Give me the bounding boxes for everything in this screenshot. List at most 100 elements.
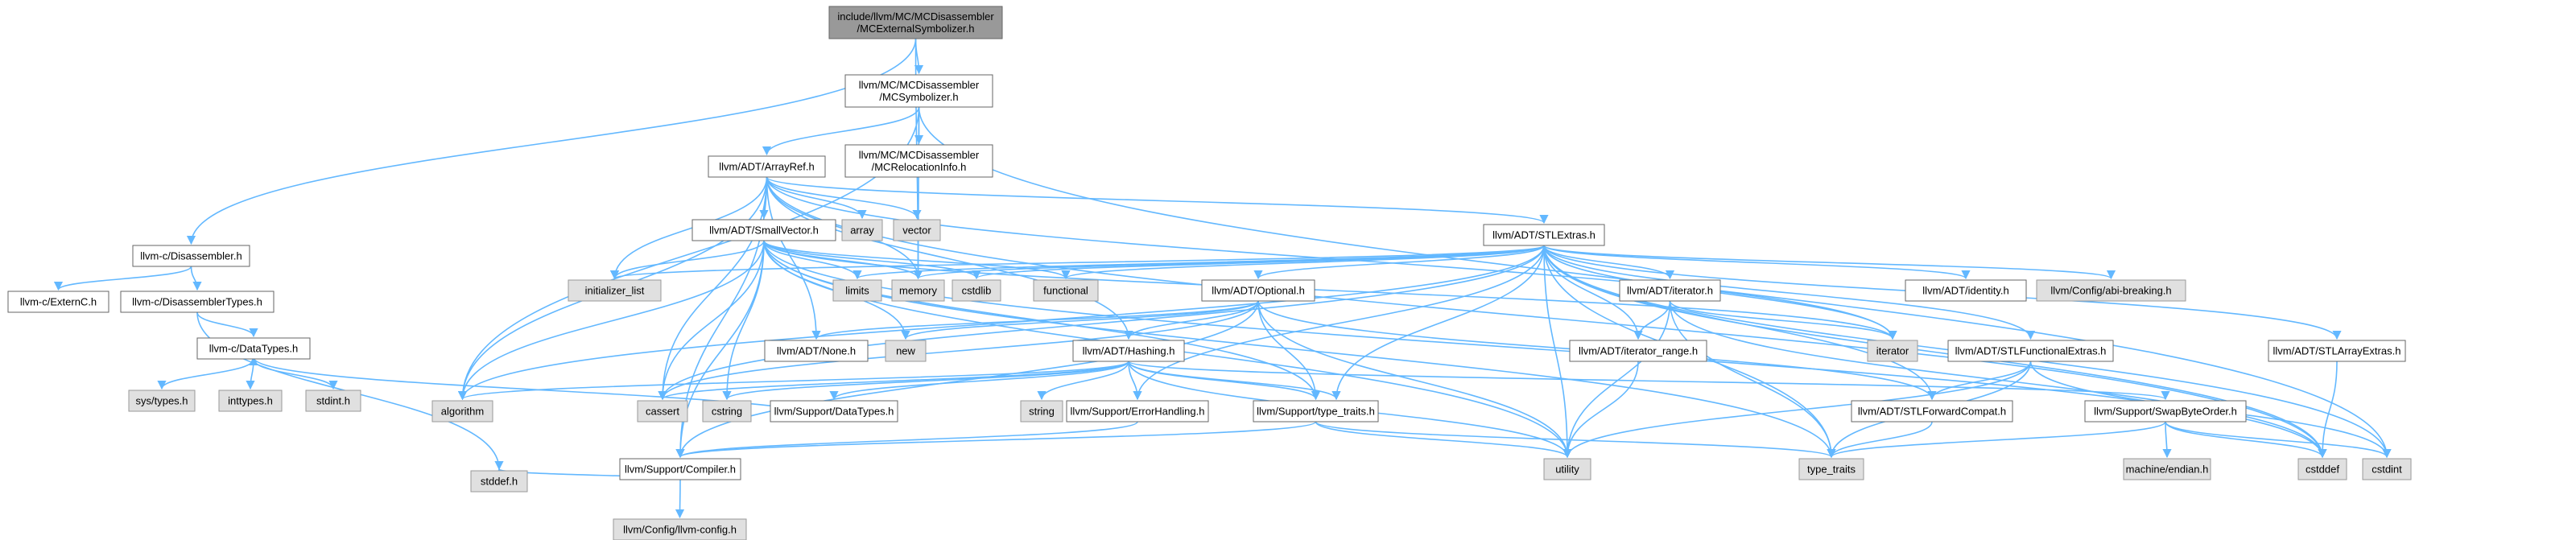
node-mcsym-label-0: llvm/MC/MCDisassembler bbox=[859, 79, 980, 91]
edge-typetraits_s-to-typetraits bbox=[1315, 421, 1836, 459]
node-stlfunc[interactable]: llvm/ADT/STLFunctionalExtras.h bbox=[1947, 340, 2114, 362]
node-datatypes_s[interactable]: llvm/Support/DataTypes.h bbox=[770, 400, 898, 423]
node-optional[interactable]: llvm/ADT/Optional.h bbox=[1201, 279, 1315, 302]
node-iteratorh[interactable]: llvm/ADT/iterator.h bbox=[1619, 279, 1721, 302]
node-llvmconfig-box bbox=[613, 518, 747, 540]
node-stlfwd-label-0: llvm/ADT/STLForwardCompat.h bbox=[1858, 406, 2006, 418]
edge-arrayref-to-cassert bbox=[658, 176, 768, 401]
edge-hashing-to-string bbox=[1037, 361, 1129, 401]
edge-smallvector-to-cstdlib bbox=[763, 240, 981, 280]
node-stddef_h-box bbox=[470, 470, 528, 493]
node-disasm[interactable]: llvm-c/Disassembler.h bbox=[132, 245, 250, 267]
edge-mcsym-to-arrayref bbox=[762, 106, 920, 156]
edge-arrayref-to-initlist bbox=[609, 176, 768, 280]
node-abibreaking: llvm/Config/abi-breaking.h bbox=[2036, 279, 2186, 302]
edge-optional-to-cassert bbox=[658, 300, 1259, 401]
node-typetraits-box bbox=[1798, 458, 1864, 480]
node-stlarray[interactable]: llvm/ADT/STLArrayExtras.h bbox=[2268, 340, 2406, 362]
node-string-box bbox=[1020, 400, 1063, 423]
edge-smallvector-to-algorithm bbox=[457, 240, 765, 401]
node-cstddef-label-0: cstddef bbox=[2306, 464, 2339, 476]
node-endian: machine/endian.h bbox=[2123, 458, 2211, 480]
node-cstdlib-box bbox=[952, 279, 1001, 302]
node-inttypes-box bbox=[218, 390, 283, 412]
node-stddef_h-label-0: stddef.h bbox=[481, 476, 518, 488]
edge-hashing-to-swapbyte bbox=[1128, 361, 2170, 401]
node-none[interactable]: llvm/ADT/None.h bbox=[764, 340, 869, 362]
node-utility-label-0: utility bbox=[1555, 464, 1579, 476]
node-cstdint-box bbox=[2362, 458, 2412, 480]
edge-stlextras-to-optional bbox=[1253, 245, 1545, 280]
edge-iteratorh-to-iterator bbox=[1669, 300, 1897, 340]
node-stlfwd-box bbox=[1851, 400, 2013, 423]
node-datatypes_c-label-0: llvm-c/DataTypes.h bbox=[209, 343, 299, 355]
edge-stlextras-to-algorithm bbox=[458, 245, 1545, 401]
node-algorithm: algorithm bbox=[431, 400, 493, 423]
node-datatypes_s-label-0: llvm/Support/DataTypes.h bbox=[774, 406, 894, 418]
node-iteratorh-label-0: llvm/ADT/iterator.h bbox=[1627, 285, 1713, 297]
node-arrayref[interactable]: llvm/ADT/ArrayRef.h bbox=[708, 155, 826, 178]
node-errorhandling[interactable]: llvm/Support/ErrorHandling.h bbox=[1066, 400, 1209, 423]
node-array: array bbox=[841, 219, 883, 241]
edge-stlfunc-to-utility bbox=[1563, 361, 2032, 459]
node-cstddef-box bbox=[2297, 458, 2347, 480]
edge-errorhandling-to-compiler bbox=[675, 421, 1138, 459]
edge-stlextras-to-initlist bbox=[610, 245, 1545, 280]
header-nodes: include/llvm/MC/MCDisassembler/MCExterna… bbox=[7, 6, 2412, 540]
node-limits: limits bbox=[832, 279, 882, 302]
node-externc[interactable]: llvm-c/ExternC.h bbox=[7, 291, 109, 313]
node-vector-label-0: vector bbox=[902, 225, 931, 237]
node-stlextras[interactable]: llvm/ADT/STLExtras.h bbox=[1483, 224, 1605, 246]
edge-smallvector-to-cstring bbox=[722, 240, 765, 401]
edge-hashing-to-datatypes_s bbox=[829, 361, 1129, 401]
edge-stlextras-to-functional bbox=[1061, 245, 1545, 280]
node-hashing-label-0: llvm/ADT/Hashing.h bbox=[1083, 345, 1175, 357]
node-cstring-label-0: cstring bbox=[712, 406, 742, 418]
edge-stlextras-to-limits bbox=[852, 245, 1545, 280]
node-stdint_h-box bbox=[305, 390, 361, 412]
edge-optional-to-new bbox=[901, 300, 1259, 340]
edge-datatypes_c-to-systypes bbox=[157, 358, 254, 390]
node-disasmtypes-box bbox=[120, 291, 275, 313]
node-functional-label-0: functional bbox=[1043, 285, 1088, 297]
node-mcreloc[interactable]: llvm/MC/MCDisassembler/MCRelocationInfo.… bbox=[844, 144, 993, 178]
node-stlfunc-label-0: llvm/ADT/STLFunctionalExtras.h bbox=[1955, 345, 2107, 357]
edge-iteratorh-to-utility bbox=[1563, 300, 1671, 459]
edge-swapbyte-to-cstdint bbox=[2165, 421, 2392, 459]
edge-stlextras-to-abibreaking bbox=[1543, 245, 2116, 280]
node-identity[interactable]: llvm/ADT/identity.h bbox=[1905, 279, 2027, 302]
edge-stlextras-to-cstddef bbox=[1543, 245, 2327, 459]
node-swapbyte[interactable]: llvm/Support/SwapByteOrder.h bbox=[2084, 400, 2247, 423]
node-datatypes_c[interactable]: llvm-c/DataTypes.h bbox=[196, 337, 311, 360]
node-stddef_h: stddef.h bbox=[470, 470, 528, 493]
edge-iterrange-to-utility bbox=[1563, 361, 1639, 459]
node-mcreloc-label-0: llvm/MC/MCDisassembler bbox=[859, 149, 980, 161]
node-mcsym[interactable]: llvm/MC/MCDisassembler/MCSymbolizer.h bbox=[844, 74, 993, 108]
node-smallvector[interactable]: llvm/ADT/SmallVector.h bbox=[691, 219, 836, 241]
node-endian-label-0: machine/endian.h bbox=[2126, 464, 2209, 476]
edge-hashing-to-errorhandling bbox=[1128, 361, 1142, 401]
node-identity-label-0: llvm/ADT/identity.h bbox=[1922, 285, 2008, 297]
edge-stlextras-to-utility bbox=[1543, 245, 1572, 459]
edge-disasm-to-externc bbox=[54, 266, 192, 291]
edge-arrayref-to-none bbox=[766, 176, 821, 340]
edge-smallvector-to-iterator bbox=[763, 240, 1897, 340]
node-errorhandling-box bbox=[1066, 400, 1209, 423]
node-root[interactable]: include/llvm/MC/MCDisassembler/MCExterna… bbox=[828, 6, 1003, 39]
node-stlfwd[interactable]: llvm/ADT/STLForwardCompat.h bbox=[1851, 400, 2013, 423]
node-iterrange-box bbox=[1569, 340, 1707, 362]
node-llvmconfig-label-0: llvm/Config/llvm-config.h bbox=[623, 524, 737, 536]
node-hashing[interactable]: llvm/ADT/Hashing.h bbox=[1072, 340, 1185, 362]
node-disasmtypes[interactable]: llvm-c/DisassemblerTypes.h bbox=[120, 291, 275, 313]
node-compiler-label-0: llvm/Support/Compiler.h bbox=[625, 464, 736, 476]
edge-smallvector-to-typetraits bbox=[763, 240, 1836, 459]
node-none-label-0: llvm/ADT/None.h bbox=[777, 345, 856, 357]
node-compiler[interactable]: llvm/Support/Compiler.h bbox=[619, 458, 741, 480]
node-functional-box bbox=[1033, 279, 1099, 302]
node-initlist: initializer_list bbox=[568, 279, 662, 302]
edge-optional-to-utility bbox=[1257, 300, 1572, 459]
node-utility: utility bbox=[1543, 458, 1591, 480]
node-typetraits_s[interactable]: llvm/Support/type_traits.h bbox=[1253, 400, 1379, 423]
node-iterrange[interactable]: llvm/ADT/iterator_range.h bbox=[1569, 340, 1707, 362]
node-memory: memory bbox=[891, 279, 945, 302]
